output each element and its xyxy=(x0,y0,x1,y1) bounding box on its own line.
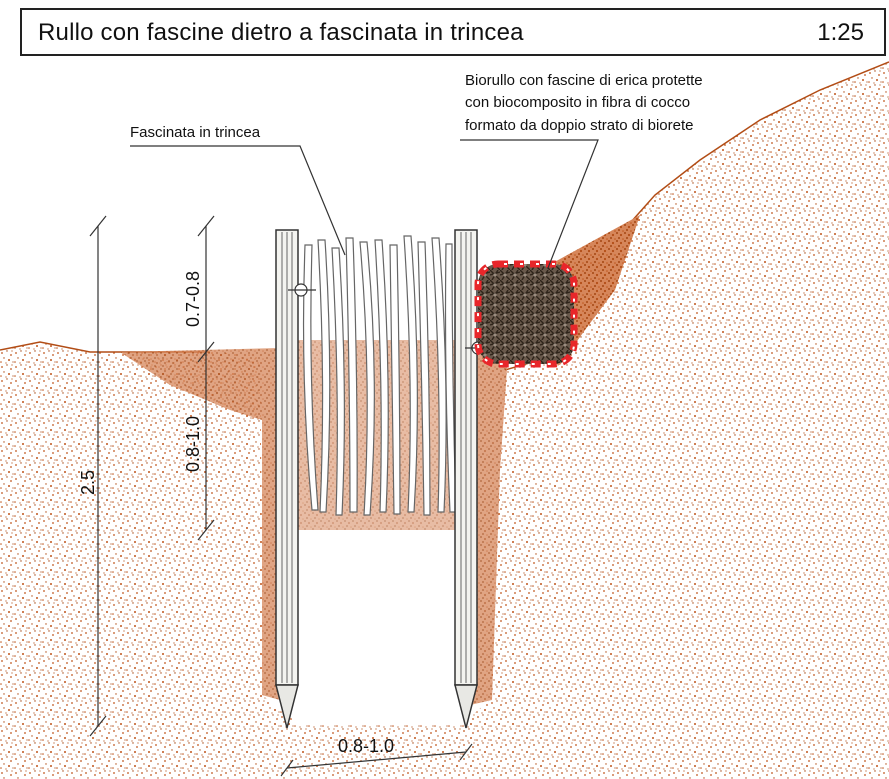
ground-soil xyxy=(0,62,889,779)
trench-backfill-left xyxy=(120,348,280,700)
trench-backfill-right xyxy=(470,345,508,705)
dim-total-height xyxy=(89,215,107,737)
drawing-title: Rullo con fascine dietro a fascinata in … xyxy=(38,19,524,46)
label-biorullo-line1: Biorullo con fascine di erica protette xyxy=(465,72,703,89)
dim-post-spacing-text: 0.8-1.0 xyxy=(338,736,394,756)
drawing-scale: 1:25 xyxy=(817,19,864,46)
post-right xyxy=(454,229,478,729)
post-left xyxy=(275,229,299,729)
leader-biorullo xyxy=(460,139,599,269)
label-biorullo-line2: con biocomposito in fibra di cocco xyxy=(465,94,690,111)
biorullo-roll xyxy=(474,260,578,368)
title-bar: Rullo con fascine dietro a fascinata in … xyxy=(20,8,886,56)
label-fascinata: Fascinata in trincea xyxy=(130,124,261,141)
dim-total-height-text: 2.5 xyxy=(78,470,98,495)
dim-post-spacing xyxy=(280,743,473,777)
dim-below-ground-text: 0.8-1.0 xyxy=(183,416,203,472)
dim-below-ground xyxy=(197,352,215,541)
label-biorullo-line3: formato da doppio strato di biorete xyxy=(465,117,693,134)
leader-fascinata xyxy=(130,145,346,256)
fascine-bundle xyxy=(302,235,457,516)
dim-above-ground-text: 0.7-0.8 xyxy=(183,271,203,327)
